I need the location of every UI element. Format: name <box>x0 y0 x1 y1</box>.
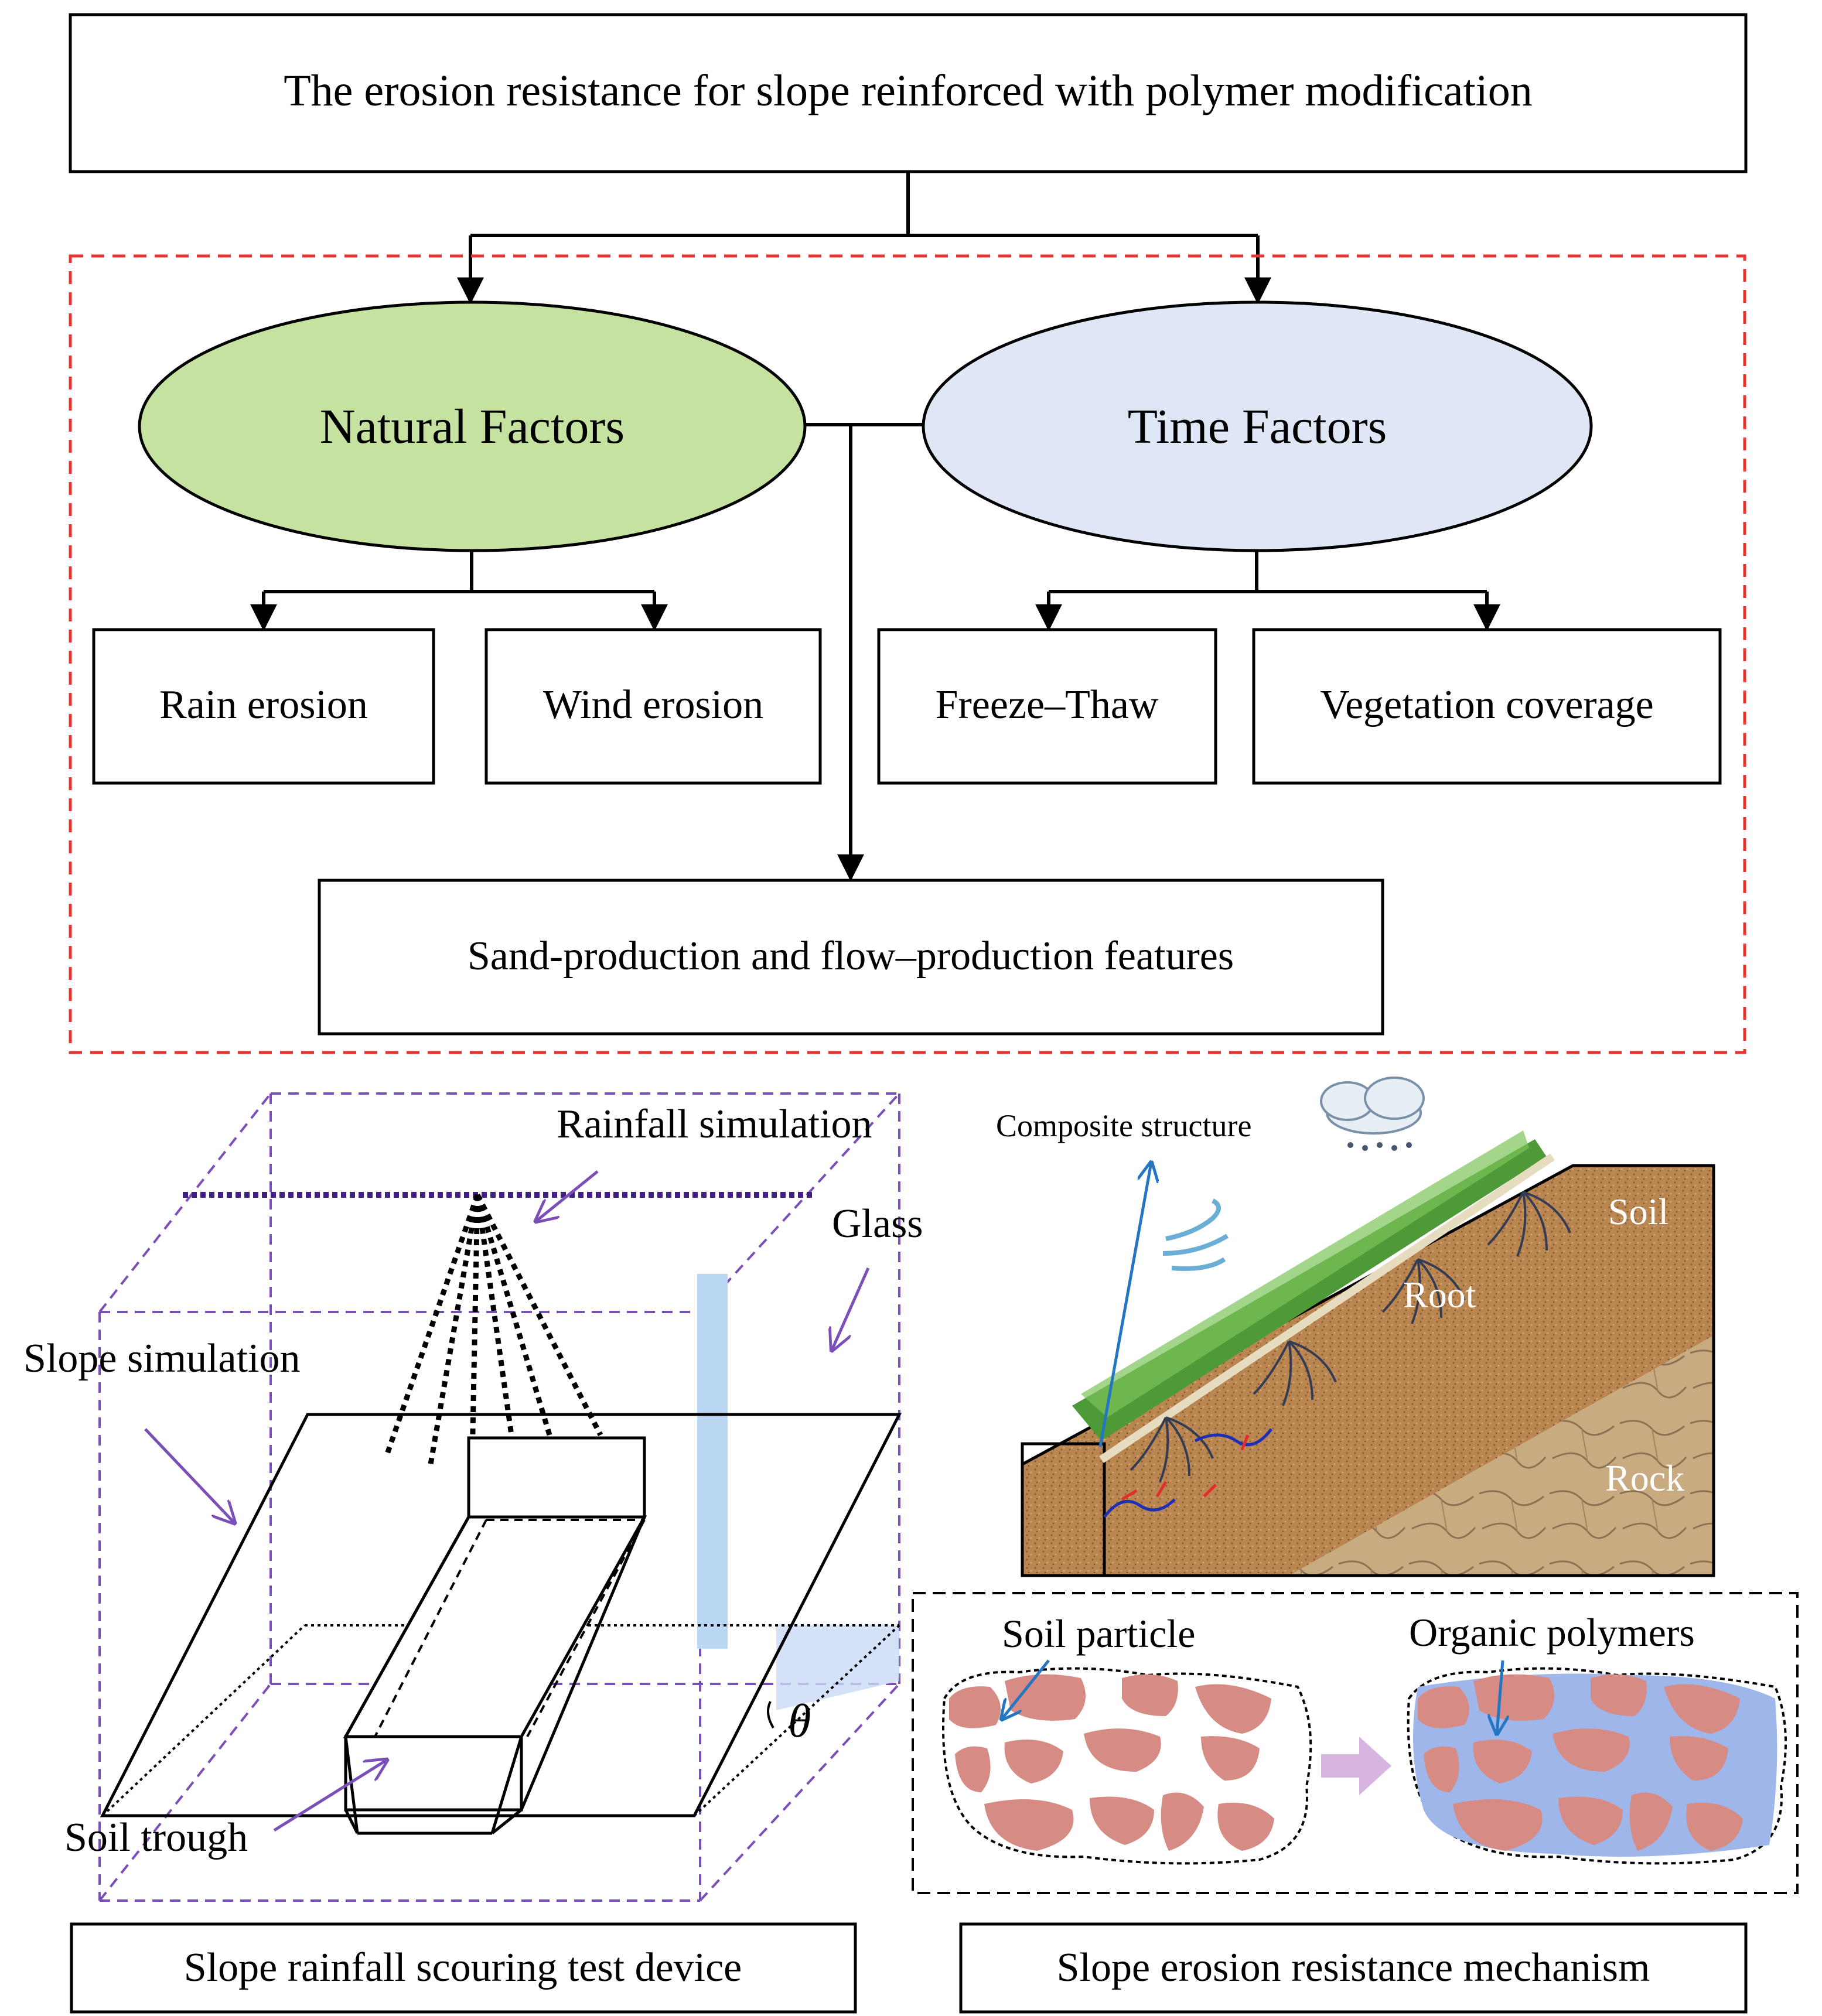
particle-comparison-panel: Soil particle Organic polymers <box>912 1592 1799 1894</box>
device-caption-label: Slope rainfall scouring test device <box>184 1945 742 1990</box>
slope-base-dotted <box>101 1624 306 1817</box>
surface-line <box>1099 1153 1555 1463</box>
grass-strip-light <box>1081 1130 1529 1417</box>
wind-erosion-label: Wind erosion <box>543 682 763 727</box>
time-factors-node: Time Factors <box>922 300 1593 552</box>
vegetation-coverage-label: Vegetation coverage <box>1320 682 1653 727</box>
composite-structure-label: Composite structure <box>996 1108 1251 1143</box>
soil-particle-pointer <box>1002 1659 1050 1719</box>
title-text: The erosion resistance for slope reinfor… <box>284 66 1533 115</box>
root-label: Root <box>1403 1274 1476 1315</box>
rock-layer-label: Rock <box>1605 1457 1684 1499</box>
rain-erosion-box: Rain erosion <box>92 628 435 785</box>
wind-icon <box>1162 1198 1229 1271</box>
rain-erosion-label: Rain erosion <box>159 682 368 727</box>
trench-outline <box>1021 1442 1106 1577</box>
mechanism-caption-label: Slope erosion resistance mechanism <box>1057 1945 1650 1990</box>
transition-arrow <box>1321 1737 1391 1795</box>
slope-cross-section: Composite structure Soil Root Rock <box>996 1077 1715 1577</box>
angle-arc <box>767 1701 774 1729</box>
time-factors-label: Time Factors <box>1128 399 1387 454</box>
mechanism-caption-box: Slope erosion resistance mechanism <box>959 1922 1748 2014</box>
device-caption-box: Slope rainfall scouring test device <box>70 1922 857 2014</box>
freeze-thaw-label: Freeze–Thaw <box>936 682 1159 727</box>
wind-erosion-box: Wind erosion <box>484 628 822 785</box>
soil-particle-label: Soil particle <box>1002 1611 1195 1656</box>
natural-factors-node: Natural Factors <box>138 300 807 552</box>
soil-trough-label: Soil trough <box>64 1815 248 1860</box>
trough-pointer-arrow <box>273 1760 387 1832</box>
title-connectors <box>457 172 1271 305</box>
soil-trough-hidden-edges <box>374 1447 646 1737</box>
grass-strip <box>1072 1139 1547 1441</box>
sand-flow-label: Sand-production and flow–production feat… <box>468 934 1234 979</box>
test-device-illustration: θ Rainfall simulation Glass Slope simula… <box>23 1092 923 1902</box>
rainfall-simulation-label: Rainfall simulation <box>557 1102 872 1147</box>
soil-layer-label: Soil <box>1608 1191 1669 1232</box>
roots <box>1130 1191 1571 1482</box>
red-fibers <box>1121 1434 1250 1501</box>
rainfall-pointer-arrow <box>536 1170 599 1221</box>
factor-group-border <box>69 254 1746 1054</box>
glass-label: Glass <box>832 1201 923 1246</box>
title-box: The erosion resistance for slope reinfor… <box>69 13 1748 173</box>
polymer-bonded-cluster <box>1407 1667 1787 1865</box>
freeze-thaw-box: Freeze–Thaw <box>877 628 1217 785</box>
soil-trough <box>343 1436 647 1835</box>
glass-panel <box>697 1274 728 1649</box>
slope-base-dotted-3 <box>693 1624 900 1817</box>
glass-base-panel <box>776 1625 899 1710</box>
soil-particle-cluster <box>942 1667 1312 1865</box>
vegetation-coverage-box: Vegetation coverage <box>1252 628 1722 785</box>
organic-polymers-pointer <box>1497 1660 1503 1734</box>
factor-connectors <box>250 423 1500 881</box>
polymer-fibers <box>1103 1428 1272 1518</box>
sand-flow-box: Sand-production and flow–production feat… <box>318 879 1384 1036</box>
slope-pointer-arrow <box>144 1428 234 1523</box>
natural-factors-label: Natural Factors <box>320 399 625 454</box>
rain-cloud-icon <box>1320 1077 1425 1151</box>
glass-pointer-arrow <box>832 1267 870 1350</box>
angle-symbol: θ <box>788 1696 811 1747</box>
organic-polymers-label: Organic polymers <box>1409 1610 1695 1655</box>
slope-simulation-label: Slope simulation <box>23 1336 301 1381</box>
composite-structure-arrow <box>1098 1163 1151 1447</box>
